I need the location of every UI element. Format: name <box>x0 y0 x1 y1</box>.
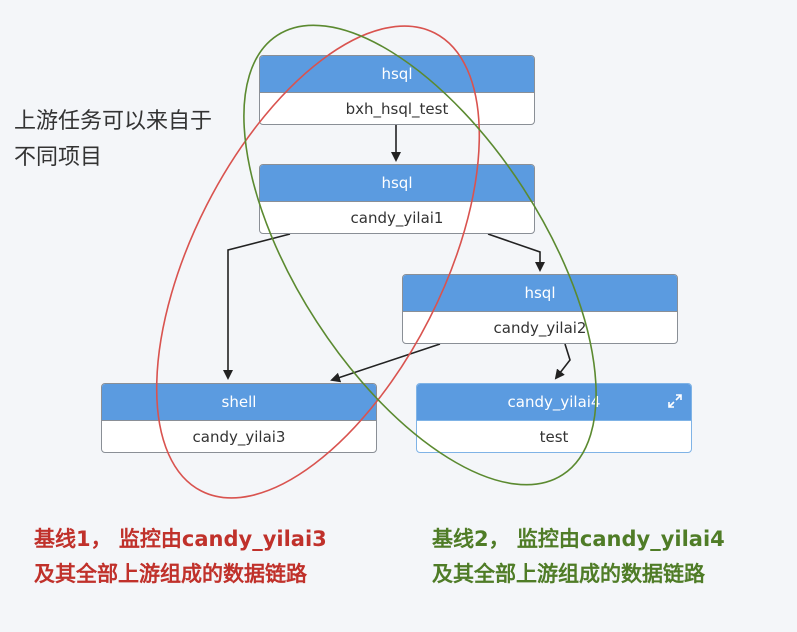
node-type-label: shell <box>102 384 376 421</box>
baseline2-line2: 及其全部上游组成的数据链路 <box>432 562 705 586</box>
baseline2-line1: 基线2， 监控由candy_yilai4 <box>432 527 725 551</box>
node-candy-yilai2[interactable]: hsql candy_yilai2 <box>402 274 678 344</box>
baseline1-ellipse <box>155 25 481 499</box>
edge-n2-n3 <box>487 233 545 272</box>
node-candy-yilai3[interactable]: shell candy_yilai3 <box>101 383 377 453</box>
edge-n3-n5 <box>554 343 571 380</box>
node-name-label: test <box>539 428 569 446</box>
node-header: candy_yilai4 <box>417 384 691 421</box>
node-type-label: hsql <box>260 165 534 202</box>
node-candy-yilai4[interactable]: candy_yilai4 test <box>416 383 692 453</box>
node-type-label: candy_yilai4 <box>507 393 601 411</box>
baseline2-caption: 基线2， 监控由candy_yilai4 及其全部上游组成的数据链路 <box>432 522 725 592</box>
node-type-label: hsql <box>403 275 677 312</box>
baseline1-line1: 基线1， 监控由candy_yilai3 <box>34 527 327 551</box>
baseline1-line2: 及其全部上游组成的数据链路 <box>34 562 307 586</box>
node-candy-yilai1[interactable]: hsql candy_yilai1 <box>259 164 535 234</box>
expand-icon[interactable] <box>667 393 683 409</box>
side-note: 上游任务可以来自于不同项目 <box>14 109 213 170</box>
edge-n3-n4 <box>330 343 441 383</box>
node-bxh-hsql-test[interactable]: hsql bxh_hsql_test <box>259 55 535 125</box>
edge-n2-n4 <box>223 233 291 380</box>
node-type-label: hsql <box>260 56 534 93</box>
node-name-label: bxh_hsql_test <box>345 100 449 118</box>
baseline1-caption: 基线1， 监控由candy_yilai3 及其全部上游组成的数据链路 <box>34 522 327 592</box>
node-name-label: candy_yilai3 <box>192 428 286 446</box>
baseline2-ellipse <box>243 24 597 486</box>
node-name-label: candy_yilai2 <box>493 319 587 337</box>
node-name-label: candy_yilai1 <box>350 209 444 227</box>
